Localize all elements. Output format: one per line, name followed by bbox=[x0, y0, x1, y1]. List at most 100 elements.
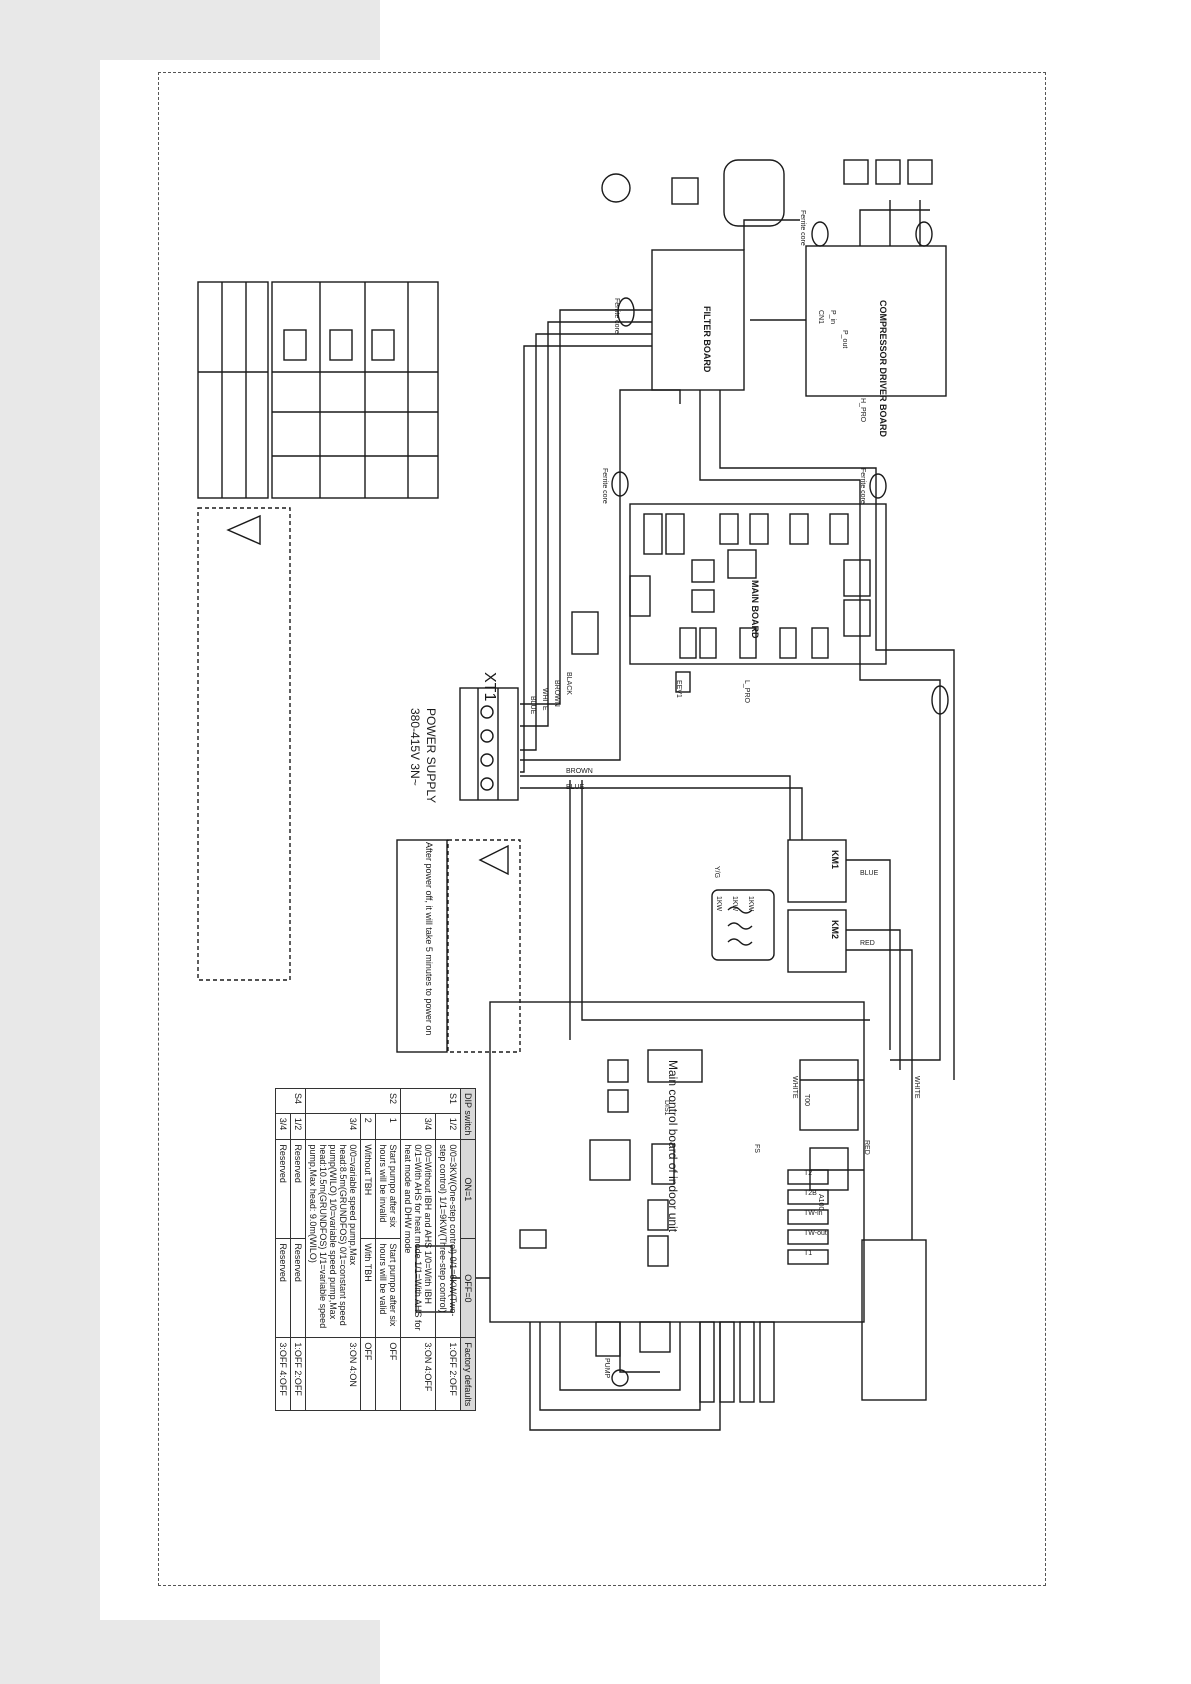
dip-on: Reserved bbox=[290, 1139, 306, 1239]
wire-label-black: BLACK bbox=[565, 672, 572, 695]
ferrite-label-2: Ferrite core bbox=[799, 210, 806, 246]
page-shadow-left bbox=[0, 0, 100, 1684]
heater-label-1: 1KW bbox=[715, 896, 722, 912]
dip-on: 0/0=3KW(One-step control) 0/1=6KW(Two-st… bbox=[435, 1139, 461, 1338]
table-row: S2 1 Start pumpo after six hours will be… bbox=[305, 1088, 401, 1411]
wire-label-white-3: WHITE bbox=[913, 1076, 920, 1099]
ground-symbol bbox=[601, 173, 631, 203]
dip-default: 3:OFF 4:OFF bbox=[275, 1337, 291, 1411]
t00-label: T00 bbox=[803, 1094, 810, 1107]
wire-label-blue-2: BLUE bbox=[566, 784, 585, 791]
dip-no: 3/4 bbox=[400, 1113, 436, 1140]
main-board-label: MAIN BOARD bbox=[750, 580, 760, 639]
wire-label-white: WHITE bbox=[541, 688, 548, 711]
km2-contactor bbox=[787, 909, 847, 973]
filter-board bbox=[651, 249, 745, 391]
dip-group: S2 bbox=[305, 1088, 401, 1114]
table-row: 3/4 0/0=Without IBH and AHS 1/0=With IBH… bbox=[400, 1089, 436, 1411]
dip-no: 3/4 bbox=[305, 1113, 361, 1140]
km1-contactor bbox=[787, 839, 847, 903]
wire-label-blue: BLUE bbox=[529, 696, 536, 715]
ferrite-label-1: Ferrite core bbox=[613, 298, 620, 334]
warning-text-box bbox=[396, 839, 448, 1053]
sensor-icon-1 bbox=[671, 177, 699, 205]
dip-on: Reserved bbox=[275, 1139, 291, 1239]
wire-label-red: RED bbox=[860, 940, 875, 947]
compressor-icon bbox=[723, 159, 785, 227]
hpro-label: H_PRO bbox=[859, 398, 866, 423]
km2-label: KM2 bbox=[830, 920, 840, 940]
ferrite-label-3: Ferrite core bbox=[601, 468, 608, 504]
a100-component bbox=[809, 1147, 849, 1191]
ferrite-core-2 bbox=[811, 221, 829, 247]
sensor-twout-label: TW-out bbox=[804, 1230, 827, 1237]
sensor-icon-4 bbox=[907, 159, 933, 185]
pump-label: PUMP bbox=[603, 1358, 610, 1379]
ferrite-label-4: Ferrite core bbox=[859, 468, 866, 504]
dip-no: 1/2 bbox=[290, 1113, 306, 1140]
dip-group: S4 bbox=[275, 1088, 306, 1114]
wire-label-red-2: RED bbox=[863, 1140, 870, 1155]
fs-label: FS bbox=[753, 1144, 760, 1153]
t00-component bbox=[799, 1059, 859, 1131]
indoor-main-control-board bbox=[489, 1001, 865, 1323]
indoor-board-label: Main control board of indoor unit bbox=[666, 1060, 680, 1233]
sensor-twin-label: TW-in bbox=[804, 1210, 823, 1217]
lpro-label: L_PRO bbox=[743, 680, 750, 703]
compressor-driver-board bbox=[805, 245, 947, 397]
ferrite-core-6 bbox=[931, 685, 949, 715]
wire-label-brown-2: BROWN bbox=[566, 768, 593, 775]
spare-box bbox=[861, 1239, 927, 1401]
wire-label-white-2: WHITE bbox=[791, 1076, 798, 1099]
legend-table bbox=[197, 281, 439, 499]
table-row: S1 1/2 0/0=3KW(One-step control) 0/1=6KW… bbox=[400, 1088, 461, 1411]
dip-default: 3:ON 4:OFF bbox=[400, 1337, 436, 1411]
dip-off: Reserved bbox=[275, 1238, 291, 1338]
dip-off: Start pumpo after six hours will be vali… bbox=[375, 1238, 401, 1338]
xt1-label: XT1 bbox=[481, 672, 498, 702]
dip-on: Without TBH bbox=[360, 1139, 376, 1239]
dip-default: OFF bbox=[360, 1337, 376, 1411]
a100-label: A100 bbox=[817, 1194, 824, 1211]
dip-off: With TBH bbox=[360, 1238, 376, 1338]
cn1-label: CN1 bbox=[817, 310, 824, 325]
diagram-frame bbox=[158, 72, 1046, 1586]
p-in-label: P_in bbox=[829, 310, 836, 325]
sensor-icon-3 bbox=[875, 159, 901, 185]
heater-label-3: 1KW bbox=[747, 896, 754, 912]
km1-label: KM1 bbox=[830, 850, 840, 870]
dip-header-off: OFF=0 bbox=[460, 1238, 476, 1338]
dip-default: 1:OFF 2:OFF bbox=[435, 1337, 461, 1411]
ferrite-core-3 bbox=[915, 221, 933, 247]
warning-triangle-1 bbox=[226, 514, 261, 546]
dip-default: 1:OFF 2:OFF bbox=[290, 1337, 306, 1411]
sensor-icon-2 bbox=[843, 159, 869, 185]
dis1-label: DIS1 bbox=[663, 1100, 670, 1116]
power-supply-spec: 380-415V 3N~ bbox=[408, 708, 422, 786]
dip-header-default: Factory defaults bbox=[460, 1337, 476, 1411]
wire-label-brown: BROWN bbox=[553, 680, 560, 707]
sensor-t2b-label: T2B bbox=[804, 1190, 817, 1197]
dip-no: 1/2 bbox=[435, 1113, 461, 1140]
dip-group: S1 bbox=[400, 1088, 461, 1114]
caution-box-2 bbox=[447, 839, 521, 1053]
warning-triangle-2 bbox=[478, 844, 509, 876]
dip-on: Start pumpo after six hours will be inva… bbox=[375, 1139, 401, 1239]
fan-motor-icon bbox=[571, 611, 599, 655]
wiring-diagram-page: XT1 POWER SUPPLY 380-415V 3N~ After powe… bbox=[100, 60, 1191, 1620]
dip-default: 3:ON 4:ON bbox=[305, 1337, 361, 1411]
table-row: 3/4 0/0=variable speed pump,Max head:8.5… bbox=[305, 1089, 361, 1411]
page-shadow-bottom bbox=[0, 1620, 380, 1684]
ferrite-core-4 bbox=[869, 473, 887, 499]
dip-no: 3/4 bbox=[275, 1113, 291, 1140]
table-row: 3/4 Reserved Reserved 3:OFF 4:OFF bbox=[275, 1089, 291, 1411]
dip-no: 1 bbox=[375, 1113, 401, 1140]
sensor-t2-label: T2 bbox=[804, 1170, 813, 1177]
dip-switch-table: DIP switch ON=1 OFF=0 Factory defaults S… bbox=[275, 1088, 476, 1411]
power-supply-label: POWER SUPPLY bbox=[424, 708, 438, 804]
xt1-terminal-block bbox=[459, 687, 519, 801]
caution-box-1 bbox=[197, 507, 291, 981]
pump-icon bbox=[611, 1369, 629, 1387]
table-row: S4 1/2 Reserved Reserved 1:OFF 2:OFF bbox=[275, 1088, 306, 1411]
dip-on: 0/0=Without IBH and AHS 1/0=With IBH 0/1… bbox=[400, 1139, 436, 1338]
